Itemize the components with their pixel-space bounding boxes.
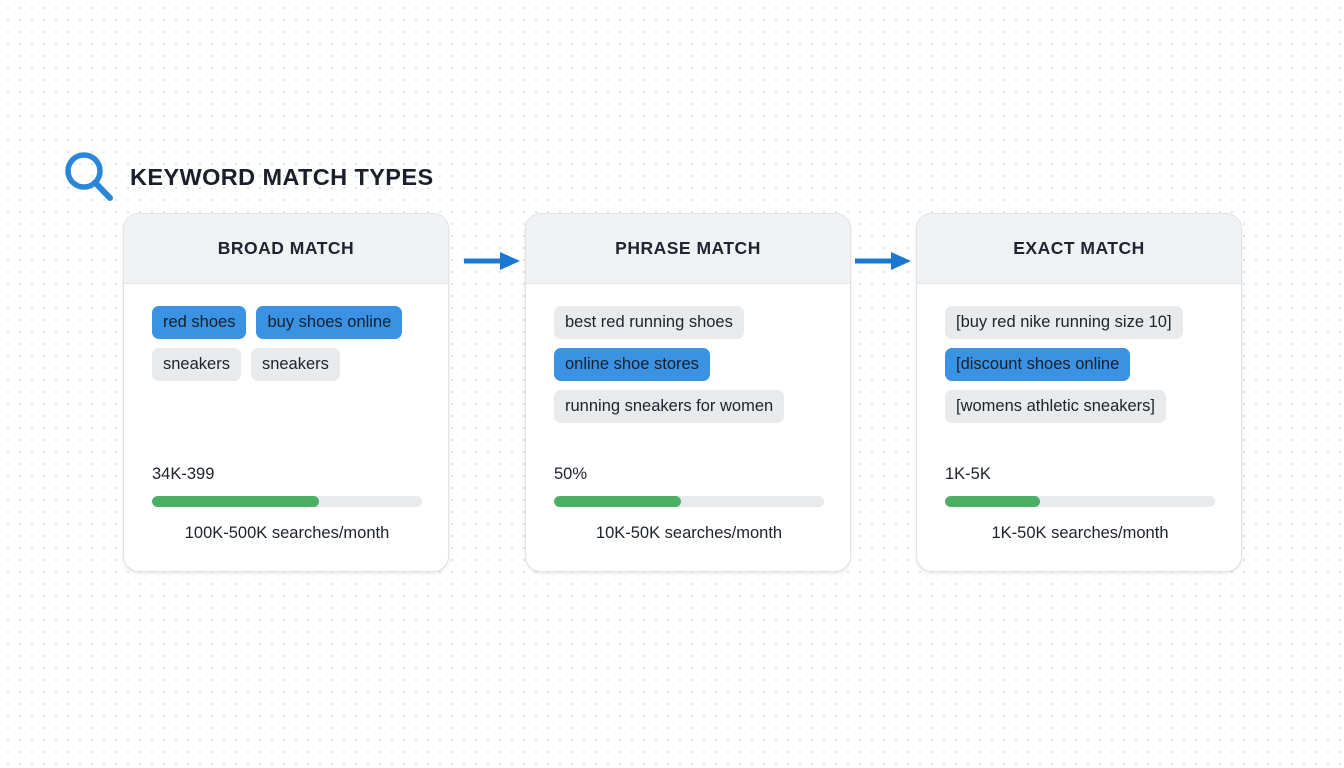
card-body: [buy red nike running size 10] [discount… <box>917 284 1241 571</box>
card-metrics: 34K-399 100K-500K searches/month <box>152 465 422 571</box>
keyword-chip-list: best red running shoes online shoe store… <box>554 306 824 423</box>
metric-value: 1K-5K <box>945 465 991 483</box>
progress-bar-fill <box>945 496 1040 507</box>
metric-caption: 100K-500K searches/month <box>184 524 390 542</box>
card-title: PHRASE MATCH <box>615 238 761 258</box>
keyword-chip-list: red shoes buy shoes online sneakers snea… <box>152 306 422 381</box>
keyword-chip[interactable]: [discount shoes online <box>945 348 1131 381</box>
progress-bar-track <box>945 496 1215 507</box>
progress-bar-track <box>152 496 422 507</box>
keyword-chip[interactable]: [buy red nike running size 10] <box>945 306 1183 339</box>
progress-bar-fill <box>152 496 320 507</box>
metric-caption: 1K-50K searches/month <box>991 524 1169 542</box>
card-title: BROAD MATCH <box>217 238 355 258</box>
keyword-chip[interactable]: sneakers <box>152 348 241 381</box>
card-metrics: 1K-5K 1K-50K searches/month <box>945 465 1215 571</box>
progress-bar-fill <box>554 496 681 507</box>
keyword-chip[interactable]: [womens athletic sneakers] <box>945 390 1167 423</box>
page-title: KEYWORD MATCH TYPES <box>130 163 434 190</box>
card-header: EXACT MATCH <box>917 214 1241 284</box>
match-type-card[interactable]: PHRASE MATCH best red running shoes onli… <box>525 213 851 572</box>
card-body: best red running shoes online shoe store… <box>526 284 850 571</box>
keyword-chip[interactable]: running sneakers for women <box>554 390 785 423</box>
metric-value: 34K-399 <box>152 465 215 483</box>
card-header: BROAD MATCH <box>124 214 448 284</box>
card-metrics: 50% 10K-50K searches/month <box>554 465 824 571</box>
match-type-card[interactable]: EXACT MATCH [buy red nike running size 1… <box>916 213 1242 572</box>
match-type-card[interactable]: BROAD MATCH red shoes buy shoes online s… <box>123 213 449 572</box>
keyword-chip[interactable]: sneakers <box>250 348 340 381</box>
keyword-chip-list: [buy red nike running size 10] [discount… <box>945 306 1215 423</box>
arrow-right-icon <box>464 252 520 270</box>
keyword-chip[interactable]: buy shoes online <box>256 306 403 339</box>
arrow-right-icon <box>855 252 911 270</box>
card-title: EXACT MATCH <box>1013 238 1145 258</box>
search-icon <box>65 152 113 201</box>
page-header: KEYWORD MATCH TYPES <box>60 148 434 204</box>
keyword-chip[interactable]: red shoes <box>152 306 247 339</box>
card-header: PHRASE MATCH <box>526 214 850 284</box>
metric-value: 50% <box>554 465 588 483</box>
keyword-chip[interactable]: best red running shoes <box>554 306 744 339</box>
card-body: red shoes buy shoes online sneakers snea… <box>124 284 448 571</box>
keyword-chip[interactable]: online shoe stores <box>554 348 710 381</box>
progress-bar-track <box>554 496 824 507</box>
metric-caption: 10K-50K searches/month <box>595 524 783 542</box>
